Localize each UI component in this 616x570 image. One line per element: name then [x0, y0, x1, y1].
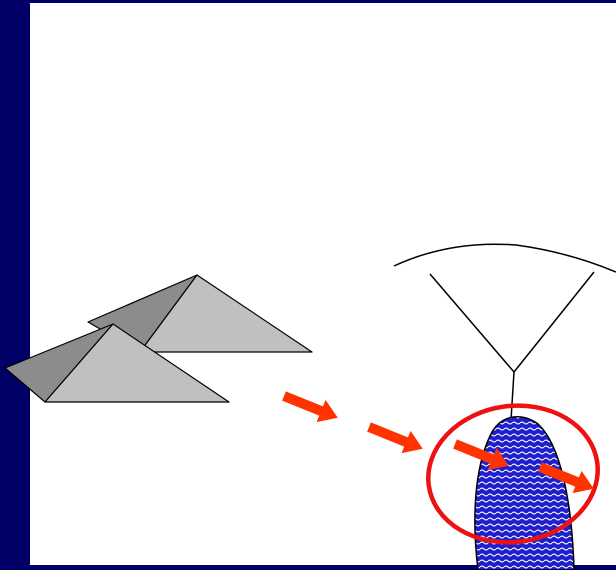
- tissue-blob-icon: [475, 417, 574, 570]
- arrow-right-icon: [280, 385, 343, 429]
- receptor-cone-left: [430, 274, 514, 372]
- receptor-stalk: [511, 372, 514, 420]
- arrow-right-icon: [365, 416, 428, 460]
- receptor-antenna-icon: [394, 244, 616, 420]
- receptor-arc: [394, 244, 616, 272]
- receptor-cone-right: [514, 272, 594, 372]
